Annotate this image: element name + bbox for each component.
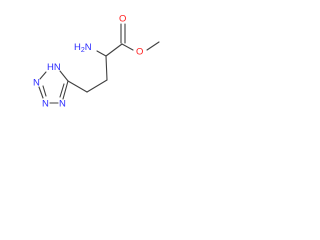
bond-ring-n1-n2 <box>39 71 47 80</box>
amine-n: N <box>85 42 92 53</box>
atom-labels: O O H2N HN N N N <box>33 14 143 110</box>
bond-alpha-beta <box>105 55 108 81</box>
atom-tetrazole-n-bottom-left: N <box>42 99 49 110</box>
atom-tetrazole-n-bottom-right: N <box>59 99 66 110</box>
atom-amine: H2N <box>74 42 92 54</box>
bond-methyl-o <box>146 41 160 51</box>
bond-o-carbonyl-c <box>121 43 134 51</box>
amine-h: H <box>74 42 81 53</box>
bond-ring-n4-c5-2 <box>59 83 65 98</box>
atom-o-carbonyl: O <box>119 14 126 25</box>
bond-ring-n2-n3-2 <box>42 85 47 97</box>
bond-gamma-ring <box>67 80 88 93</box>
atom-tetrazole-n-left: N <box>33 78 40 89</box>
amine-subscript: 2 <box>81 47 85 54</box>
tetrazole-nh-n: N <box>54 62 61 73</box>
bond-carbonyl-alpha <box>105 43 123 57</box>
bond-ring-n4-c5-1 <box>62 80 69 100</box>
atom-o-ester: O <box>136 47 143 58</box>
bond-beta-gamma <box>86 79 108 93</box>
bonds <box>38 23 160 104</box>
atom-tetrazole-nh: HN <box>47 62 61 73</box>
bond-ring-c5-n1 <box>59 70 69 82</box>
chemical-structure: O O H2N HN N N N <box>33 14 160 110</box>
tetrazole-h: H <box>47 62 54 73</box>
bond-ring-n2-n3-1 <box>38 86 44 99</box>
bond-alpha-amine <box>96 50 107 57</box>
